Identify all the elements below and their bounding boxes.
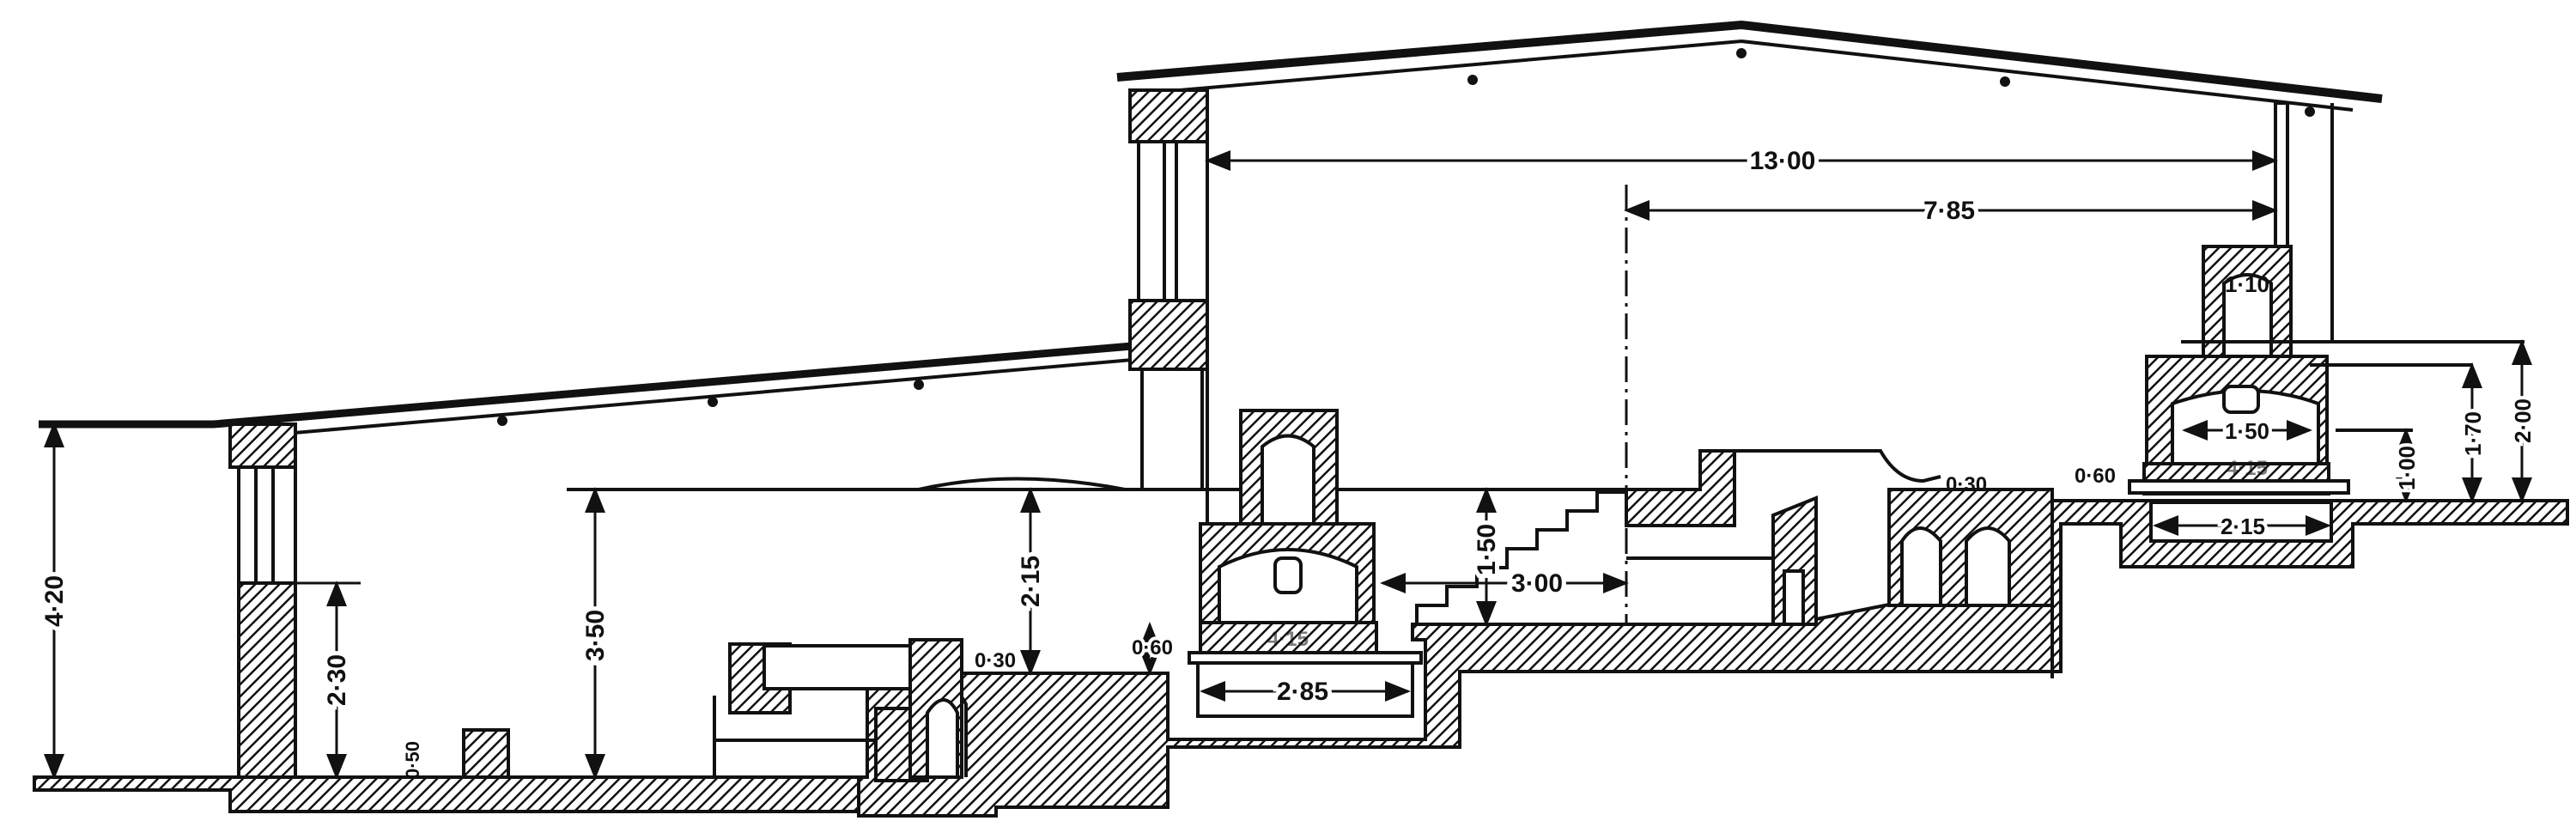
dimension-lines	[44, 150, 2532, 780]
dim-0-50: 0·50	[402, 741, 423, 779]
dim-2-00: 2·00	[2510, 398, 2536, 443]
dim-1-10: 1·10	[2225, 271, 2269, 297]
dimension-labels: 13·00 7·85 4·20 2·30 3·50 2·15 1·50 3·00…	[36, 143, 2539, 779]
dim-4-15-right: 4·15	[2227, 457, 2268, 480]
low-roof	[39, 341, 1143, 436]
dim-4-20: 4·20	[40, 575, 69, 627]
dim-7-85: 7·85	[1923, 197, 1975, 225]
dim-0-60-right: 0·60	[2075, 465, 2116, 488]
dim-1-70: 1·70	[2460, 411, 2486, 456]
dim-3-00: 3·00	[1511, 569, 1563, 598]
dim-0-60-left: 0·60	[1132, 636, 1173, 660]
dim-1-50-kiln: 1·50	[2225, 418, 2269, 444]
dim-0-30-bath: 0·30	[975, 649, 1016, 672]
dim-13-00: 13·00	[1750, 147, 1816, 175]
dim-2-15-mid: 2·15	[1017, 556, 1045, 607]
dim-1-50-stair: 1·50	[1473, 524, 1501, 575]
left-kiln	[1188, 409, 1423, 718]
dim-0-30-platform: 0·30	[1946, 473, 1987, 496]
raised-platform	[1625, 449, 2054, 626]
dim-1-00: 1·00	[2394, 446, 2420, 490]
right-kiln	[2128, 245, 2524, 543]
dim-2-30: 2·30	[323, 654, 351, 706]
dim-2-15-kiln: 2·15	[2221, 514, 2265, 539]
bath-tub	[713, 477, 1126, 782]
dim-2-85: 2·85	[1277, 678, 1328, 706]
staircase	[1415, 490, 1626, 624]
dim-4-15-left: 4·15	[1267, 628, 1309, 651]
dim-3-50: 3·50	[581, 610, 610, 661]
high-roof	[1116, 20, 2383, 117]
